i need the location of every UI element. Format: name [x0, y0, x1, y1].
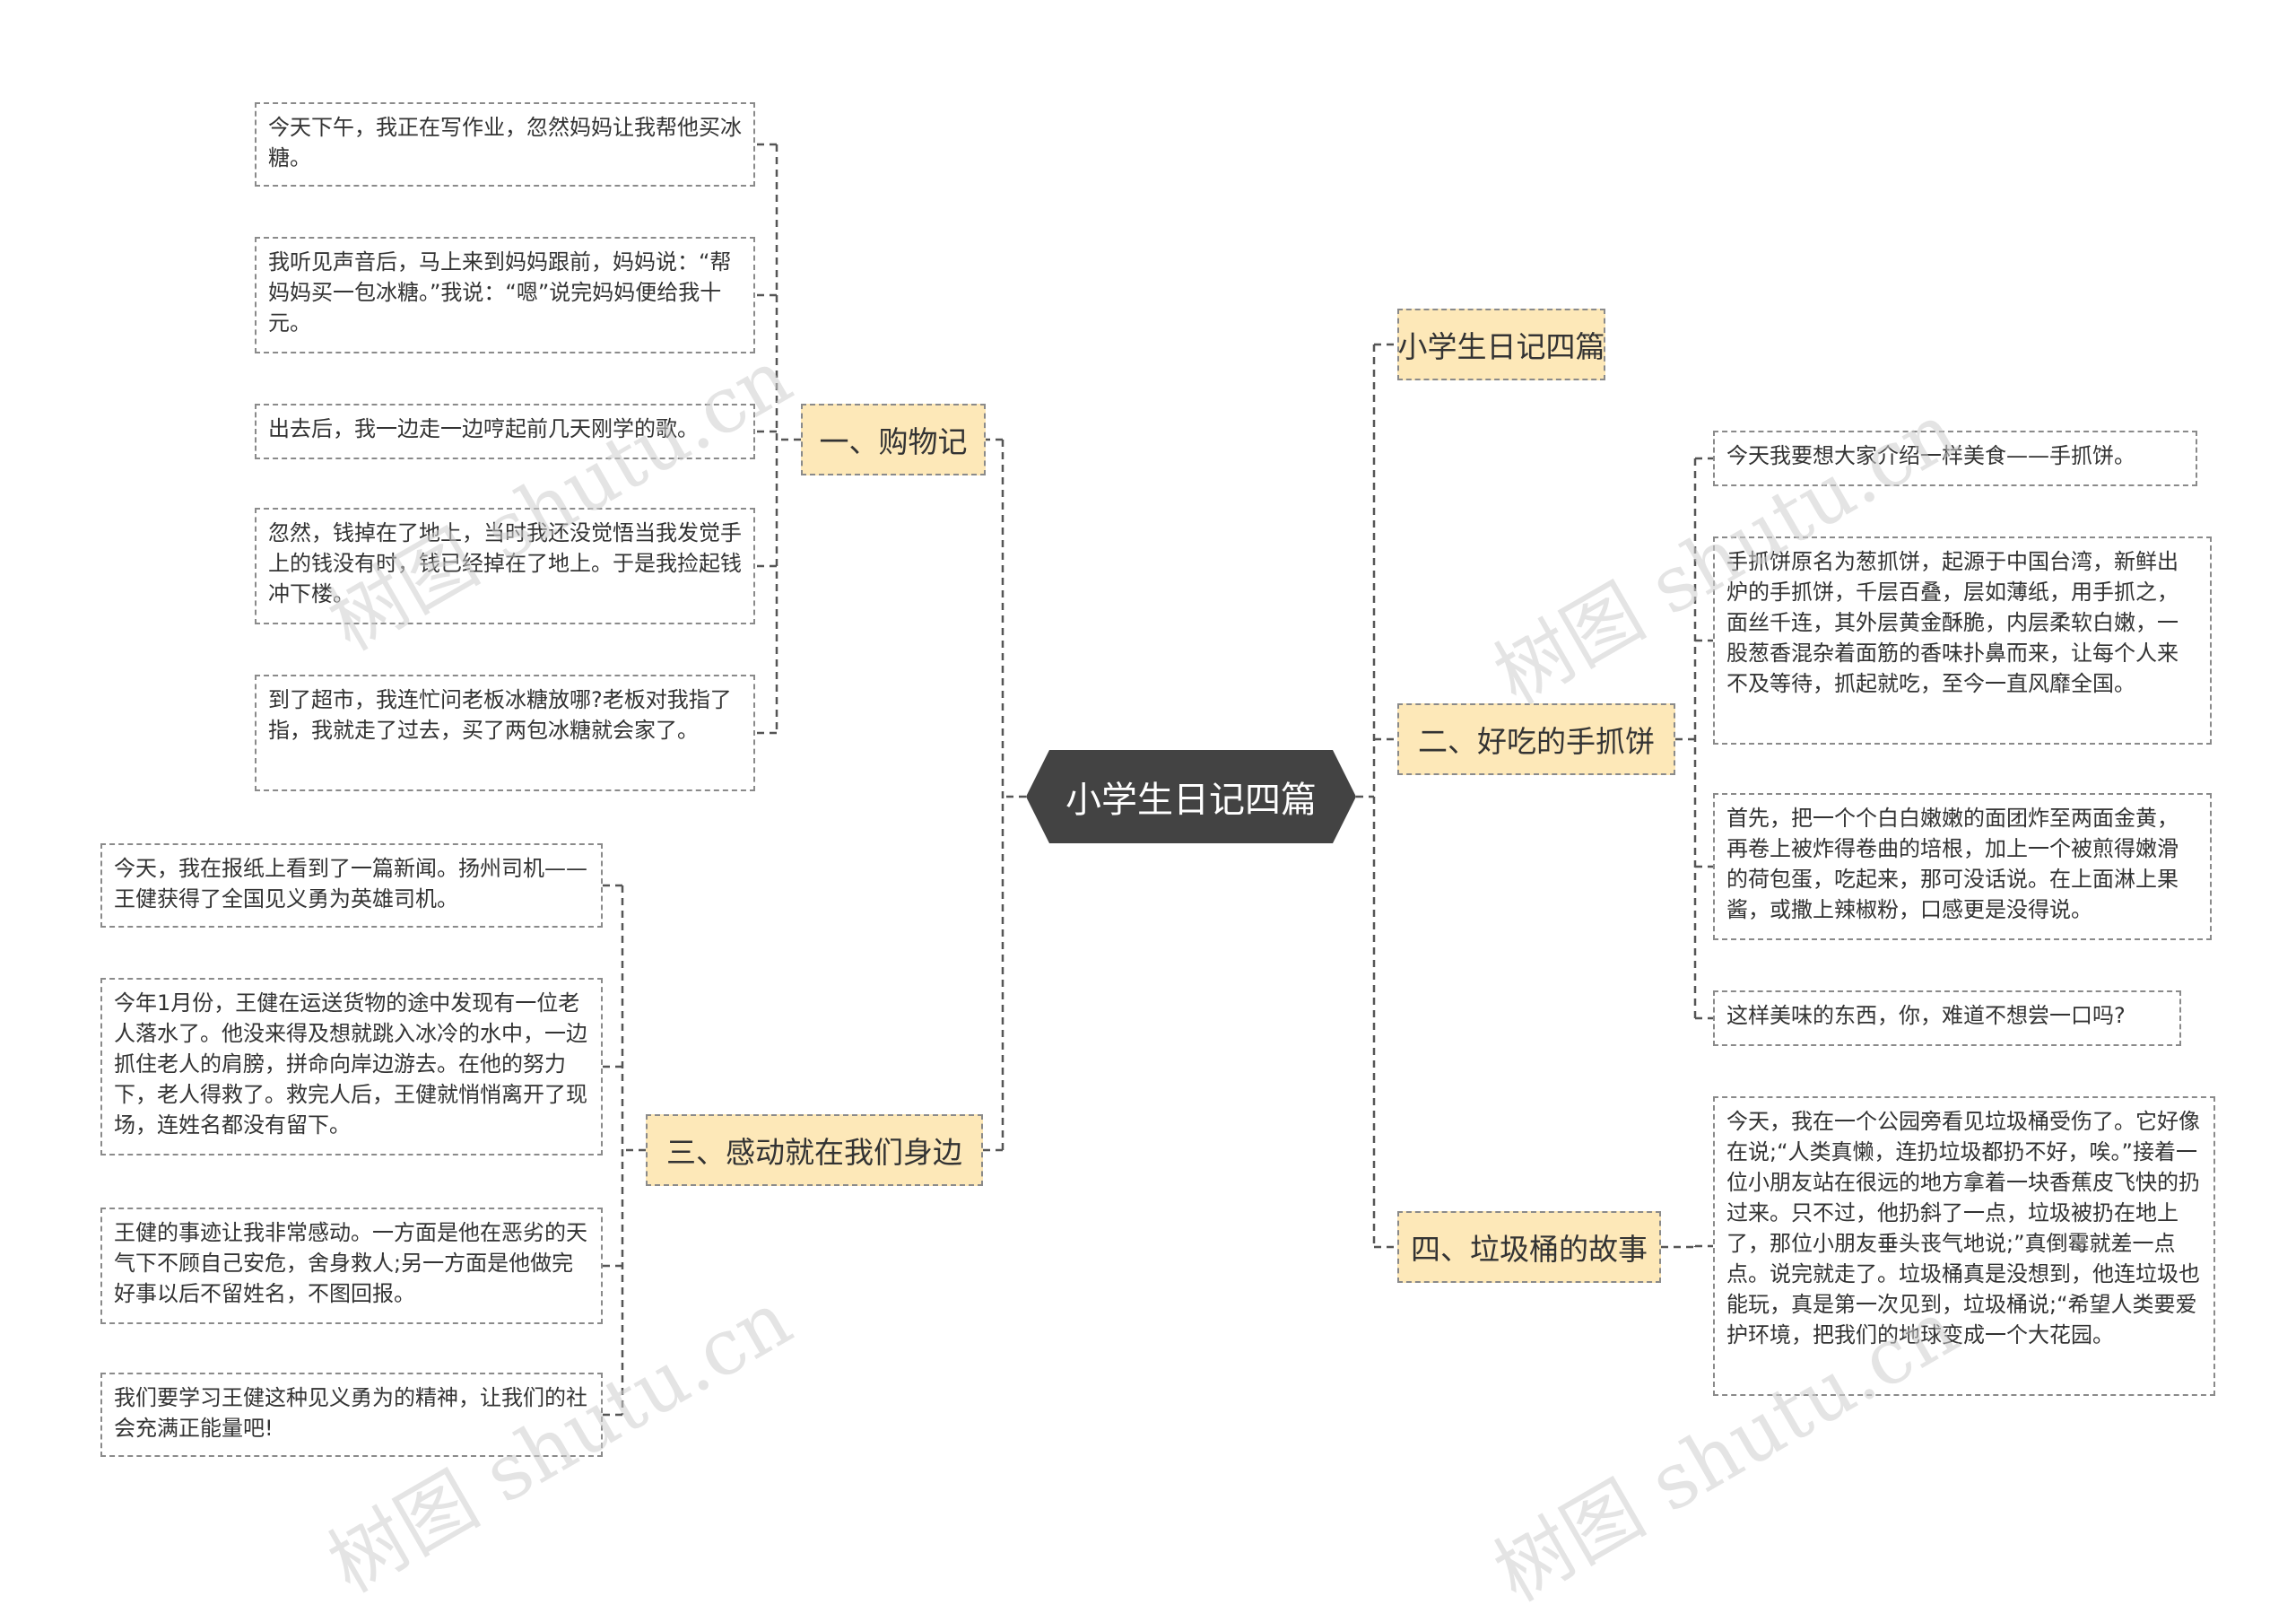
leaf-shopping-2[interactable]: 我听见声音后，马上来到妈妈跟前，妈妈说：“帮妈妈买一包冰糖。”我说：“嗯”说完妈…: [255, 237, 755, 353]
leaf-shopping-4[interactable]: 忽然，钱掉在了地上，当时我还没觉悟当我发觉手上的钱没有时，钱已经掉在了地上。于是…: [255, 508, 755, 624]
leaf-shopping-3[interactable]: 出去后，我一边走一边哼起前几天刚学的歌。: [255, 404, 755, 459]
branch-shopping[interactable]: 一、购物记: [801, 404, 986, 475]
branch-trashcan[interactable]: 四、垃圾桶的故事: [1397, 1211, 1661, 1283]
root-node[interactable]: 小学生日记四篇: [1026, 750, 1356, 843]
leaf-shopping-5[interactable]: 到了超市，我连忙问老板冰糖放哪?老板对我指了指，我就走了过去，买了两包冰糖就会家…: [255, 675, 755, 791]
leaf-pancake-4[interactable]: 这样美味的东西，你，难道不想尝一口吗?: [1713, 990, 2181, 1046]
leaf-trashcan-1[interactable]: 今天，我在一个公园旁看见垃圾桶受伤了。它好像在说;“人类真懒，连扔垃圾都扔不好，…: [1713, 1096, 2215, 1396]
leaf-touching-4[interactable]: 我们要学习王健这种见义勇为的精神，让我们的社会充满正能量吧!: [100, 1373, 603, 1457]
mind-map-canvas: 小学生日记四篇 一、购物记 今天下午，我正在写作业，忽然妈妈让我帮他买冰糖。 我…: [100, 102, 2215, 1619]
branch-touching[interactable]: 三、感动就在我们身边: [646, 1114, 983, 1186]
leaf-pancake-3[interactable]: 首先，把一个个白白嫩嫩的面团炸至两面金黄，再卷上被炸得卷曲的培根，加上一个被煎得…: [1713, 793, 2212, 940]
leaf-pancake-1[interactable]: 今天我要想大家介绍一样美食——手抓饼。: [1713, 431, 2197, 486]
leaf-touching-1[interactable]: 今天，我在报纸上看到了一篇新闻。扬州司机——王健获得了全国见义勇为英雄司机。: [100, 843, 603, 928]
leaf-pancake-2[interactable]: 手抓饼原名为葱抓饼，起源于中国台湾，新鲜出炉的手抓饼，千层百叠，层如薄纸，用手抓…: [1713, 536, 2212, 745]
leaf-touching-2[interactable]: 今年1月份，王健在运送货物的途中发现有一位老人落水了。他没来得及想就跳入冰冷的水…: [100, 978, 603, 1155]
connector-lines: [603, 143, 1713, 1417]
branch-title-repeat[interactable]: 小学生日记四篇: [1397, 309, 1605, 380]
branch-pancake[interactable]: 二、好吃的手抓饼: [1397, 703, 1675, 775]
leaf-touching-3[interactable]: 王健的事迹让我非常感动。一方面是他在恶劣的天气下不顾自己安危，舍身救人;另一方面…: [100, 1208, 603, 1324]
leaf-shopping-1[interactable]: 今天下午，我正在写作业，忽然妈妈让我帮他买冰糖。: [255, 102, 755, 187]
